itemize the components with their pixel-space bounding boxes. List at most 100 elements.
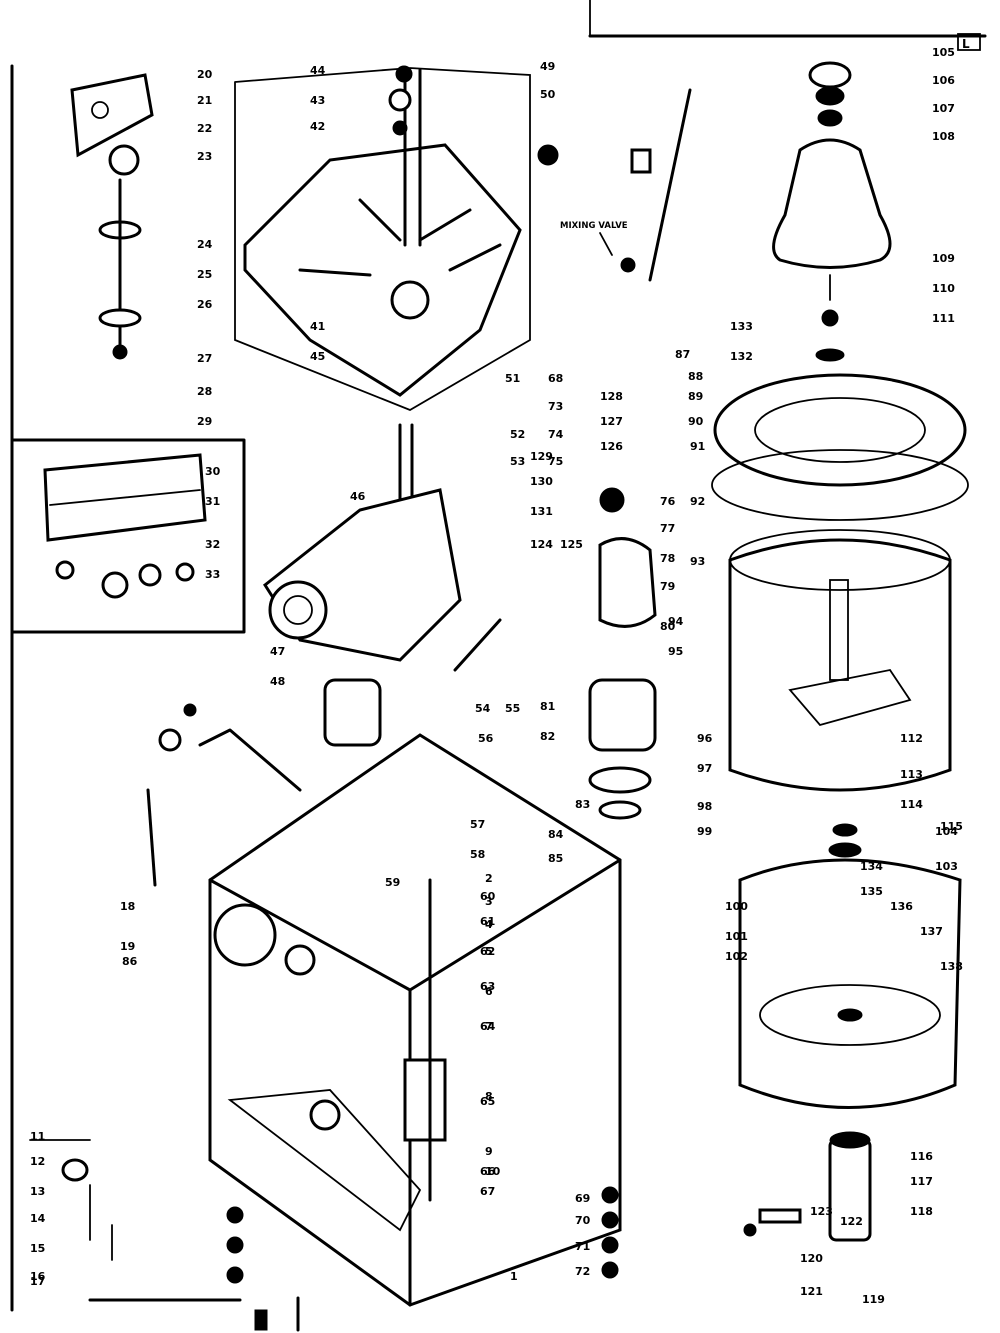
drain-parts — [743, 1131, 872, 1242]
part-number-27: 27 — [197, 352, 212, 365]
part-number-80: 80 — [660, 620, 676, 633]
part-number-32: 32 — [205, 538, 220, 551]
part-number-60: 60 — [480, 890, 496, 903]
switch-assembly — [70, 73, 154, 360]
part-number-130: 130 — [530, 475, 553, 488]
part-number-51: 51 — [505, 372, 520, 385]
part-number-115: 115 — [940, 820, 963, 833]
part-number-106: 106 — [932, 74, 955, 87]
part-number-4: 4 — [485, 918, 493, 931]
misc-parts — [146, 65, 692, 1131]
part-number-50: 50 — [540, 88, 556, 101]
part-number-70: 70 — [575, 1214, 591, 1227]
part-number-100: 100 — [725, 900, 748, 913]
part-number-93: 93 — [690, 555, 705, 568]
drive-plate-assembly — [234, 67, 531, 411]
part-number-42: 42 — [310, 120, 325, 133]
part-number-6: 6 — [485, 985, 493, 998]
hardware-stack — [29, 1139, 619, 1284]
part-number-135: 135 — [860, 885, 883, 898]
part-number-19: 19 — [120, 940, 135, 953]
part-number-105: 105 — [932, 46, 955, 59]
part-number-138: 138 — [940, 960, 963, 973]
tub-assembly — [711, 373, 969, 1109]
part-number-61: 61 — [480, 915, 495, 928]
part-number-69: 69 — [575, 1192, 590, 1205]
part-number-84: 84 — [548, 828, 564, 841]
part-number-95: 95 — [668, 645, 683, 658]
part-number-48: 48 — [270, 675, 285, 688]
part-number-110: 110 — [932, 282, 955, 295]
mixing-valve-label: MIXING VALVE — [560, 221, 628, 231]
agitator — [772, 61, 892, 362]
part-number-128: 128 — [600, 390, 623, 403]
part-number-74: 74 — [548, 428, 564, 441]
part-number-9: 9 — [485, 1145, 493, 1158]
part-number-44: 44 — [310, 64, 326, 77]
part-number-76: 76 — [660, 495, 676, 508]
part-number-20: 20 — [197, 68, 213, 81]
part-number-113: 113 — [900, 768, 923, 781]
part-number-134: 134 — [860, 860, 883, 873]
part-number-15: 15 — [30, 1242, 45, 1255]
part-number-66: 66 — [480, 1165, 496, 1178]
part-number-8: 8 — [485, 1090, 493, 1103]
part-number-33: 33 — [205, 568, 220, 581]
part-number-54: 54 — [475, 702, 491, 715]
part-number-125: 125 — [560, 538, 583, 551]
part-number-83: 83 — [575, 798, 590, 811]
part-number-114: 114 — [900, 798, 923, 811]
part-number-68: 68 — [548, 372, 563, 385]
part-number-62: 62 — [480, 945, 495, 958]
part-number-88: 88 — [688, 370, 703, 383]
part-number-91: 91 — [690, 440, 705, 453]
part-number-31: 31 — [205, 495, 220, 508]
part-number-111: 111 — [932, 312, 955, 325]
part-number-117: 117 — [910, 1175, 933, 1188]
part-number-16: 16 — [30, 1270, 46, 1283]
part-number-121: 121 — [800, 1285, 823, 1298]
part-number-133: 133 — [730, 320, 753, 333]
part-number-116: 116 — [910, 1150, 933, 1163]
part-number-23: 23 — [197, 150, 212, 163]
part-number-53: 53 — [510, 455, 525, 468]
part-number-92: 92 — [690, 495, 705, 508]
part-number-98: 98 — [697, 800, 712, 813]
part-number-65: 65 — [480, 1095, 495, 1108]
corner-mark: L — [962, 37, 970, 51]
part-number-12: 12 — [30, 1155, 45, 1168]
transmission — [263, 423, 462, 747]
part-number-47: 47 — [270, 645, 285, 658]
inset-box — [10, 438, 246, 634]
part-number-67: 67 — [480, 1185, 495, 1198]
part-number-81: 81 — [540, 700, 555, 713]
part-number-73: 73 — [548, 400, 563, 413]
part-number-46: 46 — [350, 490, 366, 503]
part-number-58: 58 — [470, 848, 485, 861]
part-number-87: 87 — [675, 348, 690, 361]
part-number-17: 17 — [30, 1275, 45, 1288]
part-number-112: 112 — [900, 732, 923, 745]
part-number-109: 109 — [932, 252, 955, 265]
part-number-14: 14 — [30, 1212, 46, 1225]
part-number-136: 136 — [890, 900, 913, 913]
part-number-29: 29 — [197, 415, 212, 428]
part-number-118: 118 — [910, 1205, 933, 1218]
part-number-71: 71 — [575, 1240, 590, 1253]
part-number-labels: 2021222324252627282930313233444342414546… — [30, 46, 963, 1306]
part-number-13: 13 — [30, 1185, 45, 1198]
part-number-79: 79 — [660, 580, 675, 593]
part-number-137: 137 — [920, 925, 943, 938]
part-number-21: 21 — [197, 94, 212, 107]
part-number-85: 85 — [548, 852, 563, 865]
part-number-22: 22 — [197, 122, 212, 135]
part-number-41: 41 — [310, 320, 325, 333]
part-number-7: 7 — [485, 1020, 493, 1033]
part-number-122: 122 — [840, 1215, 863, 1228]
part-number-56: 56 — [478, 732, 494, 745]
part-number-131: 131 — [530, 505, 553, 518]
part-number-18: 18 — [120, 900, 135, 913]
part-number-129: 129 — [530, 450, 553, 463]
part-number-90: 90 — [688, 415, 704, 428]
